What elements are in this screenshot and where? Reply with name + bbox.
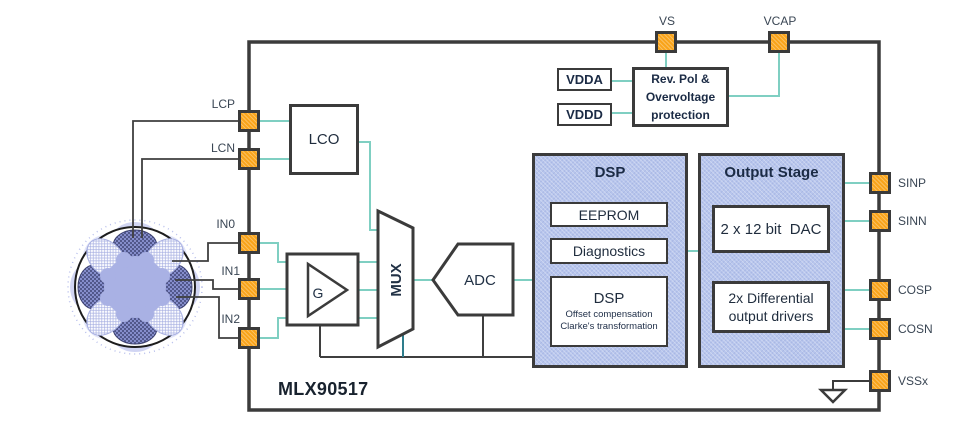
diagnostics-label: Diagnostics	[572, 243, 646, 259]
pin-in2	[238, 327, 260, 349]
amplifier-triangle-icon	[306, 261, 350, 319]
chip-name: MLX90517	[278, 379, 369, 399]
pin-label-vcap: VCAP	[763, 14, 797, 28]
dsp-core-title: DSP	[593, 290, 625, 307]
eeprom-label: EEPROM	[578, 206, 640, 223]
pin-label-lcp: LCP	[211, 97, 235, 111]
wire-lcn-coil	[141, 158, 238, 238]
pin-label-in2: IN2	[221, 312, 240, 326]
pin-vcap	[768, 31, 790, 53]
wire-lcp-coil	[132, 120, 238, 238]
mux-label: MUX	[388, 263, 405, 296]
pin-cosp	[869, 279, 891, 301]
ground-symbol	[817, 380, 869, 404]
output-stage-block: Output Stage	[698, 153, 845, 368]
dac-block: 2 x 12 bit DAC	[712, 205, 830, 253]
eeprom-block: EEPROM	[550, 202, 668, 227]
adc-block: ADC	[431, 242, 515, 317]
pin-lcp	[238, 110, 260, 132]
pin-label-in0: IN0	[216, 217, 235, 231]
pin-label-lcn: LCN	[210, 141, 235, 155]
pin-lcn	[238, 148, 260, 170]
pin-label-in1: IN1	[221, 264, 240, 278]
drivers-line2: output drivers	[728, 308, 814, 324]
pin-label-vssx: VSSx	[898, 374, 929, 388]
lco-block: LCO	[289, 104, 359, 175]
wire-in0-gain	[260, 242, 287, 263]
pin-sinn	[869, 210, 891, 232]
lco-label: LCO	[308, 131, 340, 148]
resolver-coil-graphic	[67, 219, 203, 355]
vdda-label: VDDA	[566, 72, 603, 87]
signal-wires	[260, 53, 869, 339]
gain-block: G	[285, 252, 360, 327]
output-stage-title: Output Stage	[724, 164, 819, 181]
pin-sinp	[869, 172, 891, 194]
dsp-title: DSP	[594, 164, 626, 181]
control-lines	[319, 315, 532, 358]
dsp-core-line1: Offset compensation	[565, 309, 653, 320]
diagnostics-block: Diagnostics	[550, 238, 668, 264]
pin-cosn	[869, 318, 891, 340]
pin-label-cosp: COSP	[898, 283, 933, 297]
dsp-core-line2: Clarke's transformation	[560, 321, 658, 332]
gain-label: G	[313, 285, 324, 301]
vddd-label: VDDD	[566, 107, 603, 122]
protection-block: Rev. Pol & Overvoltage protection	[632, 67, 729, 127]
pin-label-cosn: COSN	[898, 322, 933, 336]
drivers-block: 2x Differential output drivers	[712, 281, 830, 333]
pin-label-vs: VS	[658, 14, 675, 28]
external-wires	[132, 120, 238, 339]
wire-in0-coil	[172, 242, 238, 262]
vdda-block: VDDA	[557, 68, 612, 91]
wire-in2-coil	[176, 296, 238, 339]
adc-label: ADC	[464, 272, 496, 289]
wire-in1-coil	[175, 279, 238, 290]
protection-line1: Rev. Pol &	[651, 72, 710, 86]
protection-line3: protection	[651, 108, 710, 122]
pin-in0	[238, 232, 260, 254]
dac-label: 2 x 12 bit DAC	[720, 220, 822, 238]
wire-lco-mux	[359, 141, 378, 231]
pin-label-sinn: SINN	[898, 214, 927, 228]
protection-line2: Overvoltage	[645, 90, 716, 104]
mux-block: MUX	[376, 208, 415, 350]
pin-in1	[238, 278, 260, 300]
drivers-line1: 2x Differential	[728, 290, 814, 306]
pin-vs	[655, 31, 677, 53]
wire-vcap-protection	[729, 53, 780, 97]
pin-vssx	[869, 370, 891, 392]
dsp-core-block: DSP Offset compensation Clarke's transfo…	[550, 276, 668, 347]
wire-in2-gain	[260, 317, 287, 339]
vddd-block: VDDD	[557, 103, 612, 126]
coil-halo-ring	[67, 219, 203, 355]
coil-center	[100, 252, 170, 322]
pin-label-sinp: SINP	[898, 176, 927, 190]
